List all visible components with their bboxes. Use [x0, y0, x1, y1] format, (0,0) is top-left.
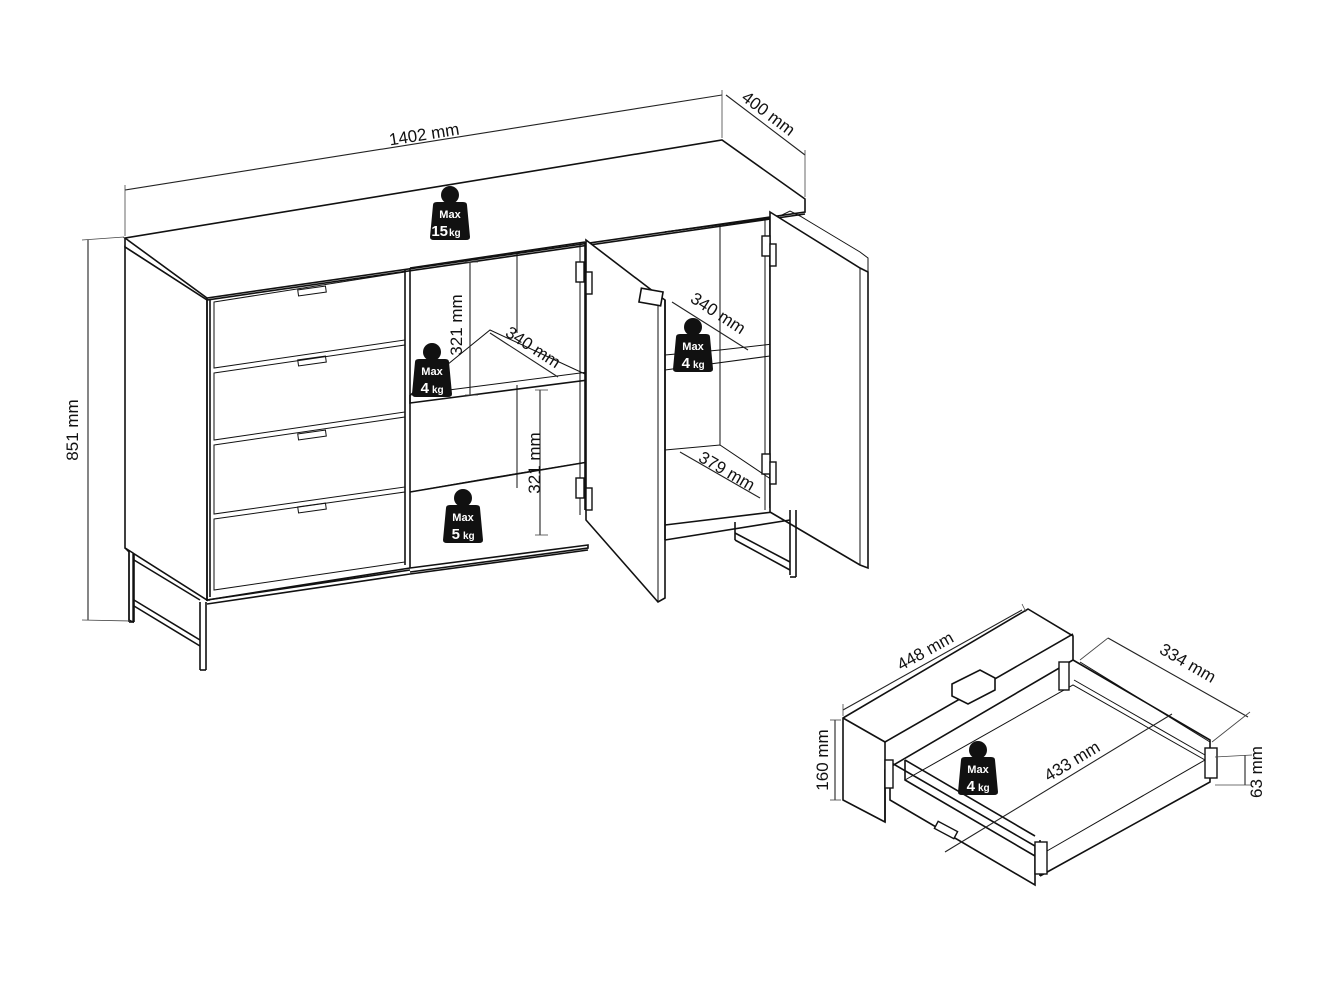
drawer-front — [842, 608, 1074, 824]
sideboard-left-side — [124, 245, 208, 602]
svg-text:4: 4 — [967, 778, 976, 795]
svg-text:Max: Max — [439, 209, 461, 221]
load-badge-right-shelf: Max 4 kg — [673, 318, 713, 372]
sideboard-dimension-lines — [81, 90, 806, 622]
svg-text:15: 15 — [431, 223, 448, 240]
metal-frame-legs — [124, 510, 797, 671]
sideboard-drawing — [122, 139, 869, 671]
drawer-fronts — [213, 271, 406, 591]
bottom-depth-right-label: 379 mm — [695, 448, 758, 495]
hinge — [575, 261, 585, 283]
drawer-handle — [297, 355, 327, 367]
hinge — [761, 453, 771, 475]
svg-text:Max: Max — [967, 764, 989, 776]
drawer-handle — [297, 285, 327, 297]
drawer-handle — [297, 429, 327, 441]
width-label: 1402 mm — [388, 120, 461, 150]
hinge — [761, 235, 771, 257]
hinge — [769, 243, 777, 267]
weight-icon — [684, 318, 702, 336]
depth-label: 400 mm — [738, 88, 798, 140]
svg-text:5: 5 — [452, 526, 460, 543]
svg-text:kg: kg — [463, 531, 475, 542]
load-badge-left-shelf: Max 4 kg — [412, 343, 452, 397]
height-label: 851 mm — [63, 399, 82, 460]
weight-icon — [969, 741, 987, 759]
svg-text:kg: kg — [693, 360, 705, 371]
svg-text:kg: kg — [449, 228, 461, 239]
shelf-height-lower-label: 321 mm — [525, 432, 544, 493]
drawer-drawing — [842, 608, 1218, 887]
weight-icon — [454, 489, 472, 507]
svg-text:kg: kg — [432, 385, 444, 396]
svg-text:kg: kg — [978, 783, 990, 794]
drawer-side-height-label: 63 mm — [1247, 746, 1266, 798]
drawer-height-label: 160 mm — [813, 729, 832, 790]
load-badge-left-bottom: Max 5 kg — [443, 489, 483, 543]
shelf-height-upper-label: 321 mm — [447, 294, 466, 355]
hinge — [575, 477, 585, 499]
drawer-inner-depth-label: 334 mm — [1156, 640, 1219, 687]
hinge — [585, 487, 593, 511]
svg-text:Max: Max — [452, 512, 474, 524]
svg-text:Max: Max — [421, 366, 443, 378]
left-door — [575, 238, 666, 604]
svg-text:Max: Max — [682, 341, 704, 353]
svg-text:4: 4 — [682, 355, 691, 372]
drawer-handle — [297, 502, 327, 514]
weight-icon — [423, 343, 441, 361]
weight-icon — [441, 186, 459, 204]
load-badge-drawer: Max 4 kg — [958, 741, 998, 795]
right-door — [761, 210, 869, 570]
drawer-clip — [951, 669, 996, 705]
hinge — [769, 461, 777, 485]
hinge — [585, 271, 593, 295]
drawer-box — [884, 659, 1218, 887]
drawer-dimension-lines — [830, 603, 1253, 853]
svg-text:4: 4 — [421, 380, 430, 397]
load-badge-top: Max 15 kg — [430, 186, 470, 240]
